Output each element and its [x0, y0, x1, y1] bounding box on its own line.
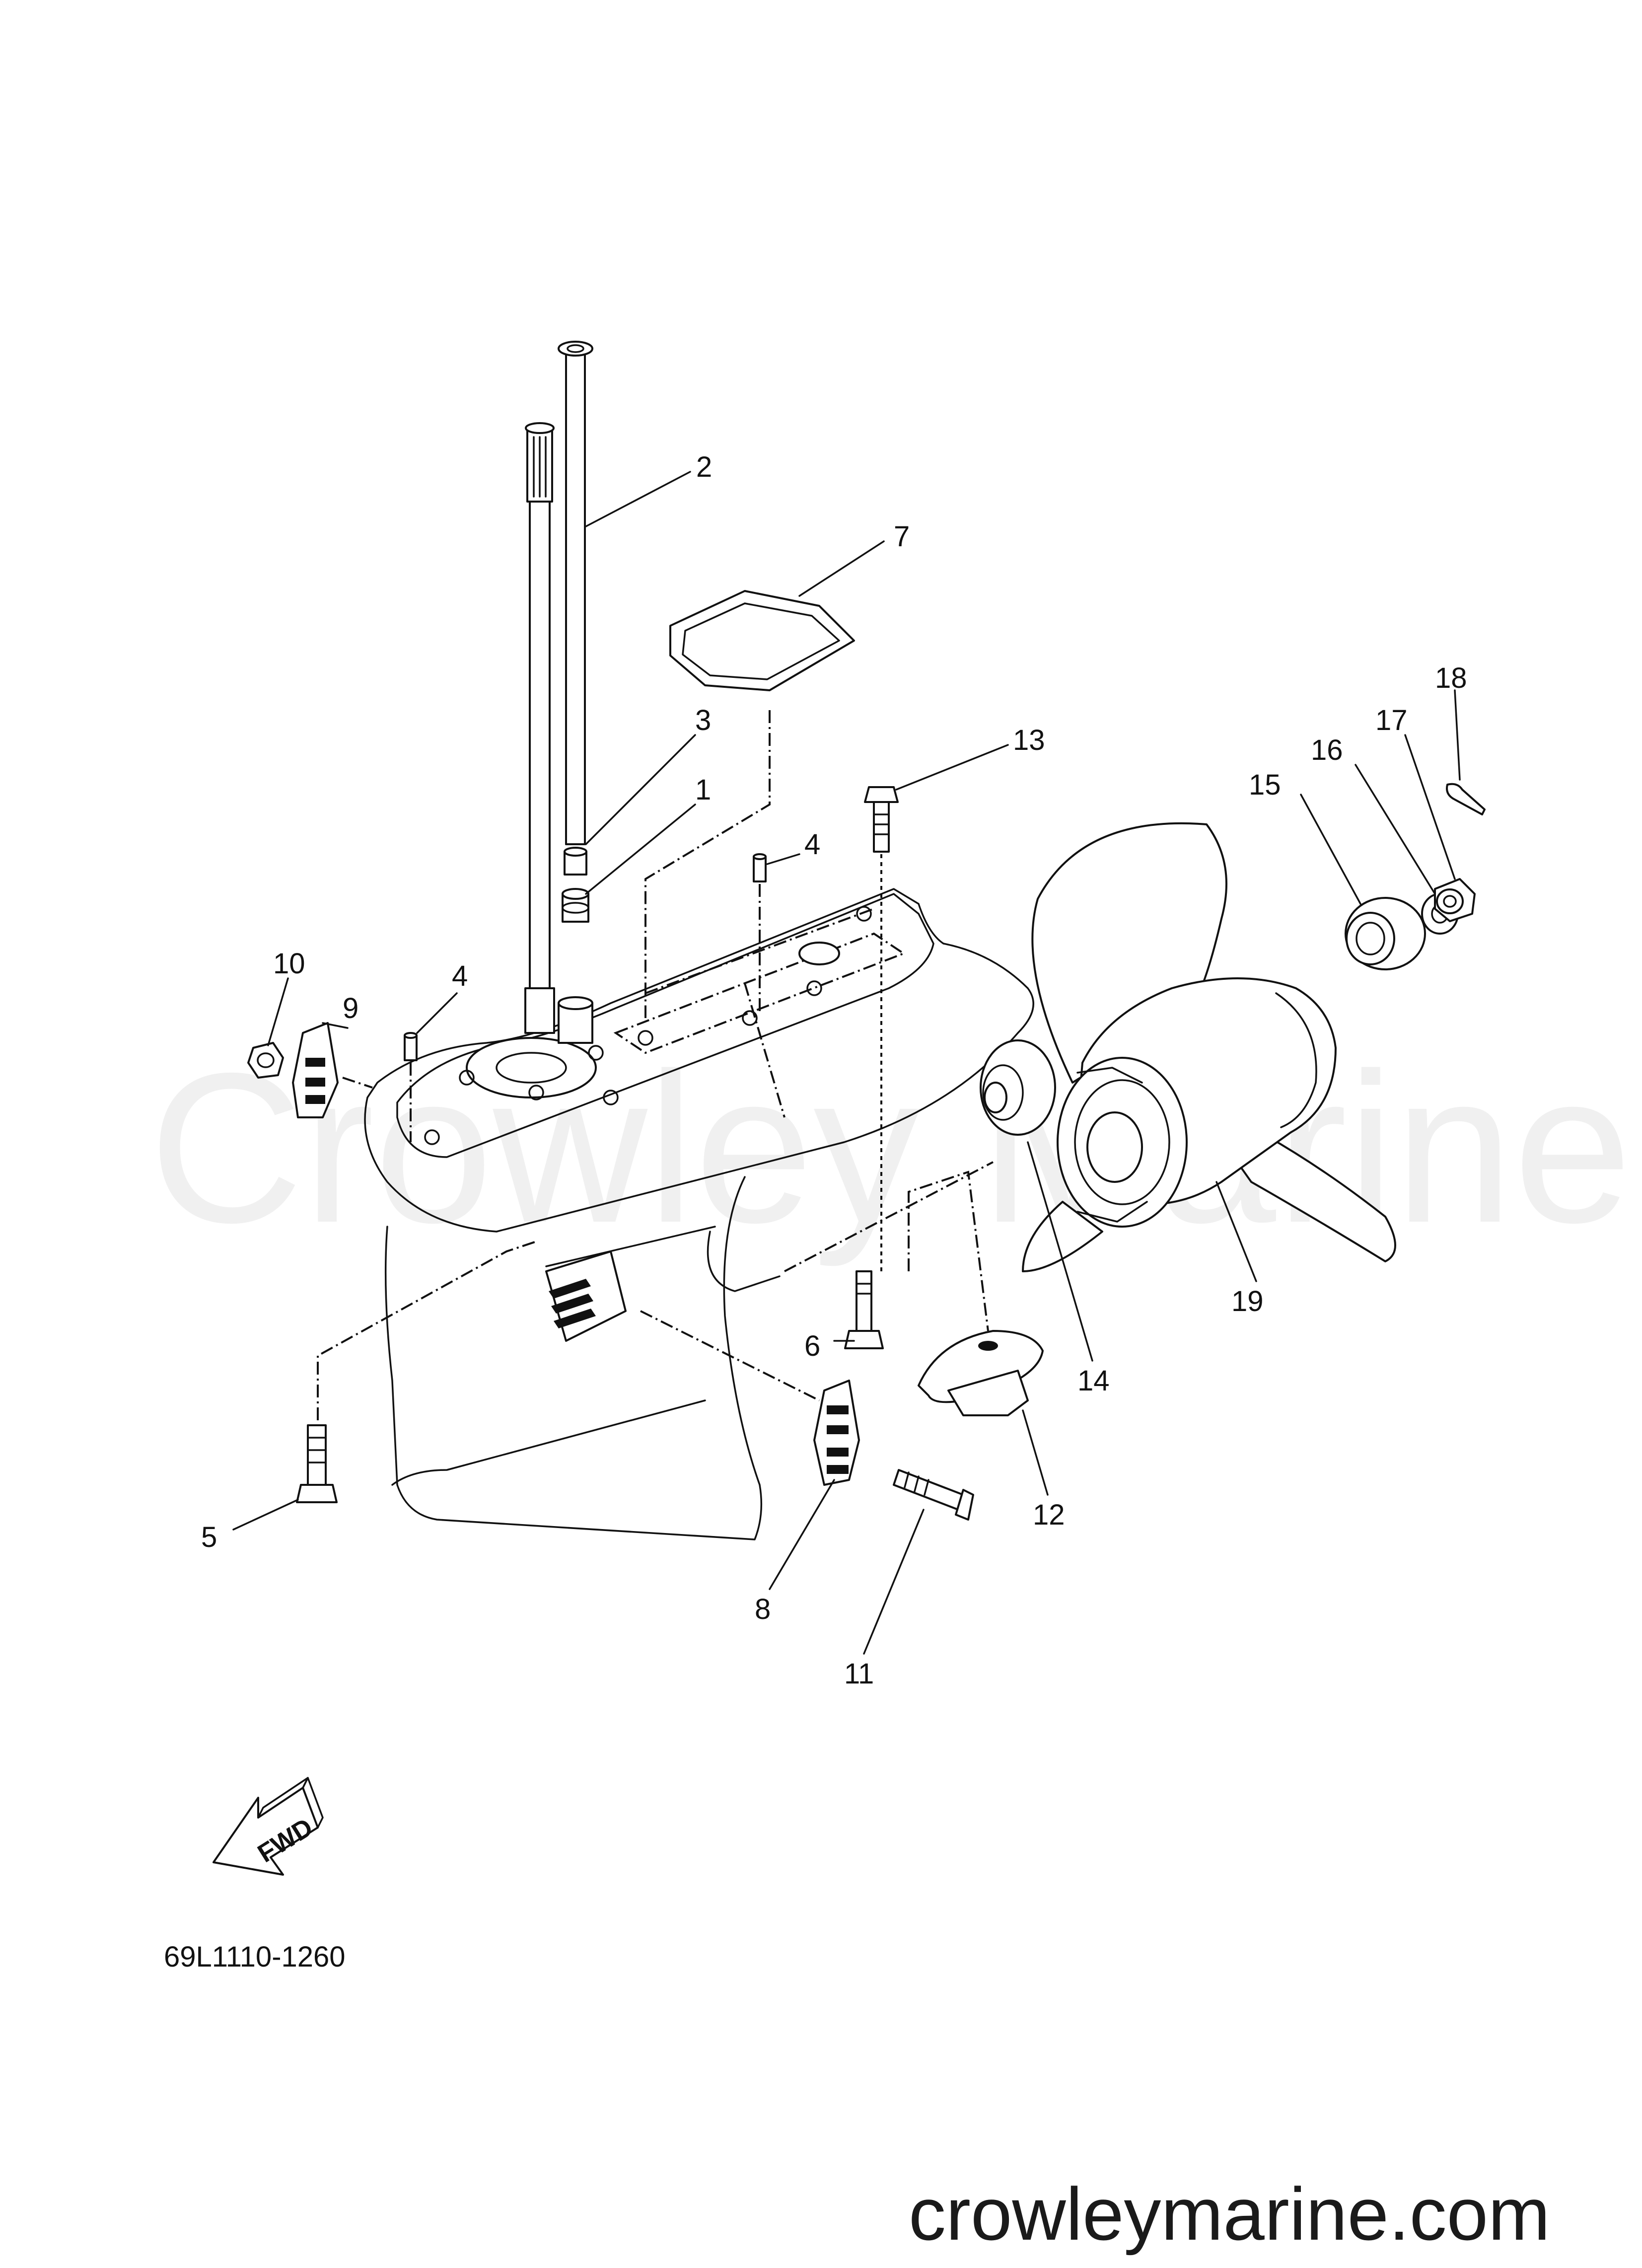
water-tube	[558, 341, 593, 845]
callout-1: 1	[695, 774, 711, 806]
callout-3: 3	[695, 704, 711, 736]
bolt-6	[844, 1270, 884, 1349]
nut-17	[1434, 878, 1476, 922]
callouts: 2 7 3 1 4 4 10 9 13 15 16 17 18 19 14 6 …	[201, 451, 1467, 1690]
screw-10	[893, 1469, 974, 1521]
callout-13: 13	[1013, 724, 1045, 756]
callout-8: 8	[755, 1593, 771, 1625]
callout-12: 12	[1033, 1499, 1065, 1531]
nut-11	[247, 1042, 284, 1079]
bolt-13	[864, 786, 899, 853]
drive-shaft	[524, 422, 555, 1034]
callout-14: 14	[1077, 1365, 1110, 1397]
callout-11: 10	[273, 948, 305, 980]
bolt-5	[296, 1424, 338, 1503]
gasket-7	[669, 590, 855, 691]
callout-18: 18	[1435, 662, 1467, 694]
grommet-3	[564, 847, 587, 876]
callout-10: 11	[844, 1658, 874, 1690]
diagram-code: 69L1110-1260	[164, 1941, 346, 1973]
callout-17: 17	[1375, 704, 1408, 736]
callout-4b: 4	[804, 828, 820, 861]
callout-4a: 4	[452, 960, 468, 992]
callout-16: 16	[1311, 734, 1343, 766]
anode-9	[292, 1022, 339, 1118]
trim-tab-12	[918, 1330, 1044, 1416]
lower-casing	[364, 888, 1034, 1540]
callout-7: 7	[894, 520, 910, 553]
propeller-19	[1022, 822, 1396, 1272]
website-footer: crowleymarine.com	[909, 2172, 1550, 2256]
grommet-1	[562, 888, 589, 923]
leader-lines	[232, 471, 1461, 1655]
seal-14	[980, 1039, 1056, 1136]
callout-2: 2	[696, 451, 712, 483]
fwd-arrow-icon: FWD	[213, 1777, 324, 1876]
dowel-pin-b	[753, 853, 767, 882]
watermark: Crowley Marine	[149, 1029, 1632, 1268]
callout-9: 9	[343, 992, 358, 1024]
dowel-pin-a	[404, 1032, 418, 1061]
assembly-lines	[317, 710, 994, 1420]
callout-15: 15	[1249, 769, 1281, 801]
callout-19: 19	[1231, 1285, 1264, 1317]
cotter-pin-18	[1446, 783, 1486, 815]
spacer-15	[1345, 897, 1426, 970]
anode-8	[813, 1380, 860, 1486]
callout-6: 6	[804, 1330, 820, 1362]
water-tube-seat	[558, 996, 593, 1044]
callout-5: 5	[201, 1521, 217, 1553]
